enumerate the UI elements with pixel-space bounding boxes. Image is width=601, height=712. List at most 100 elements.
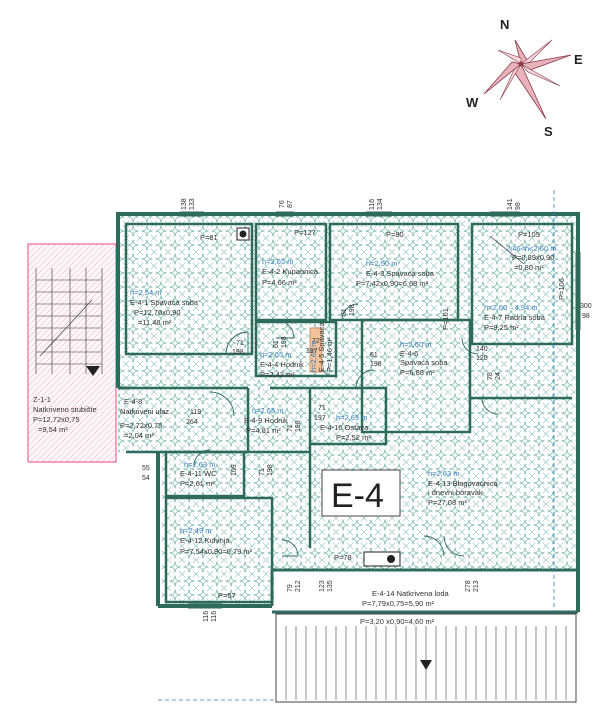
room-e47-area: P=9,25 m² [484, 323, 519, 332]
dim-label: 116 [203, 611, 210, 622]
room-e413-height: h=2,63 m [428, 469, 459, 478]
room-e44-area: P=2,42 m² [260, 370, 295, 379]
room-e47-height: h=2,60→4,94 m [484, 303, 538, 312]
room-e411-height: h=2,63 m [184, 460, 215, 469]
dim-label: 198 [232, 349, 244, 356]
room-e43-area: P=7,42x0,90=6,68 m² [356, 279, 429, 288]
compass-west-label: W [466, 95, 479, 110]
room-e47-extra-area: =0,80 m² [514, 263, 544, 272]
room-e41-area: =11,48 m² [138, 318, 172, 327]
compass-rose: N E S W [466, 17, 583, 139]
compass-rose-star [483, 39, 572, 120]
room-e413-sub: i dnevni boravak [428, 488, 483, 497]
stair-formula: P=12,72x0,75 [33, 415, 80, 424]
doors [193, 303, 499, 557]
room-e414-area: P=7,79x0,75=5,90 m² [362, 599, 435, 608]
room-e45-area: P=1,46 m² [325, 337, 334, 372]
room-e47-window-side: P=106 [557, 278, 566, 300]
stair-area: =9,54 m² [38, 425, 68, 434]
room-e42-area: P=4,66 m² [262, 278, 297, 287]
dim-label: 198 [281, 336, 288, 348]
unit-label: E-4 [331, 477, 384, 515]
dim-label: 71 [236, 340, 244, 347]
dim-label: 109 [231, 464, 238, 476]
compass-north-label: N [500, 17, 509, 32]
stair-sub: Natkriveno stubište [33, 405, 97, 414]
stair-name: Z-1-1 [33, 395, 51, 404]
dim-label: 135 [327, 580, 334, 592]
dim-label: 71 [259, 468, 266, 476]
dim-label: 198 [349, 304, 356, 316]
dim-label: 278 [465, 580, 472, 592]
terrace-direction-arrow [420, 660, 432, 670]
room-e44-height: h=2,65 m [260, 350, 291, 359]
room-e47-window: P=105 [518, 230, 540, 239]
room-e41-name: E-4-1 Spavaća soba [130, 298, 199, 307]
dim-label: 264 [186, 419, 198, 426]
dim-label: 79 [287, 584, 294, 592]
dim-label: 78 [487, 372, 494, 380]
room-e48-formula: P=2,72x0,75 [120, 421, 162, 430]
room-e47-extra-height: 2,46<h<2,60 m [506, 244, 556, 253]
room-e410-area: P=2,52 m² [336, 433, 371, 442]
dim-label: 134 [377, 198, 384, 210]
room-e414-terrace: P=3,20 x0,90=4,60 m² [360, 617, 435, 626]
room-e410-name: E-4-10 Ostava [320, 423, 369, 432]
room-e45-name: E-4-5 Spavaća [317, 322, 326, 372]
room-e48-name: E-4-8 [124, 397, 142, 406]
room-e47-extra-formula: P=0,89x0,90 [512, 253, 554, 262]
room-e412-height: h=2,49 m [180, 526, 211, 535]
compass-east-label: E [574, 52, 583, 67]
dim-label: 138 [181, 198, 188, 210]
dim-label: 61 [341, 308, 348, 316]
dim-label: 197 [314, 415, 326, 422]
dim-label: 120 [476, 355, 488, 362]
dim-label: 198 [370, 361, 382, 368]
room-e47-name: E-4-7 Radna soba [484, 313, 546, 322]
room-e49-height: h=2,65 m [252, 406, 283, 415]
room-e412-name: E-4-12 Kuhinja [180, 536, 230, 545]
unit-label-box [321, 469, 401, 517]
room-e412-area: P=7,54x0,90=6,79 m² [180, 547, 253, 556]
room-e48-area: =2,04 m² [124, 431, 154, 440]
dimension-labels: 138 133 76 87 116 134 141 98 300 98 72 1… [142, 198, 592, 622]
room-e43-height: h=2,50 m [366, 259, 397, 268]
dim-label: 76 [279, 200, 286, 208]
room-e45-height: h=2,65 m [309, 341, 318, 372]
room-e43-name: E-4-3 Spavaća soba [366, 269, 435, 278]
room-e41-formula: P=12,76x0,90 [134, 308, 181, 317]
dim-label: 98 [515, 202, 522, 210]
floor-fill [118, 216, 576, 604]
room-e411-name: E-4-11 WC [180, 469, 217, 478]
dim-label: 55 [142, 465, 150, 472]
dim-label: 116 [369, 199, 376, 210]
dim-label: 24 [495, 372, 502, 380]
terrace-hatch [275, 613, 577, 703]
room-e49-name: E-4-9 Hodnik [244, 416, 288, 425]
room-e414-name: E-4-14 Natkrivena loda [372, 589, 450, 598]
dim-label: 116 [211, 611, 218, 622]
stair-direction-arrow [86, 366, 100, 376]
dim-label: 213 [473, 580, 480, 592]
dim-label: 61 [370, 352, 378, 359]
dim-label: 123 [319, 580, 326, 592]
dim-label: 87 [287, 200, 294, 208]
room-e46-area: P=6,88 m² [400, 368, 435, 377]
room-e42-name: E-4-2 Kupaonica [262, 267, 319, 276]
dim-label: 212 [295, 580, 302, 592]
room-e44-name: E-4-4 Hodnik [260, 360, 304, 369]
dim-label: 98 [582, 313, 590, 320]
dim-label: 61 [273, 340, 280, 348]
dim-label: 141 [507, 198, 514, 210]
room-e48-sub: Natkriveni ulaz [120, 407, 169, 416]
dim-label: 198 [295, 420, 302, 432]
dim-label: 300 [580, 303, 592, 310]
dim-label: 71 [287, 424, 294, 432]
room-e41-height: h=2,54 m [130, 288, 161, 297]
dim-label: 198 [267, 464, 274, 476]
dim-label: 197 [306, 348, 318, 355]
dim-label: 133 [189, 198, 196, 210]
room-e411-area: P=2,61 m² [180, 479, 215, 488]
compass-south-label: S [544, 124, 553, 139]
